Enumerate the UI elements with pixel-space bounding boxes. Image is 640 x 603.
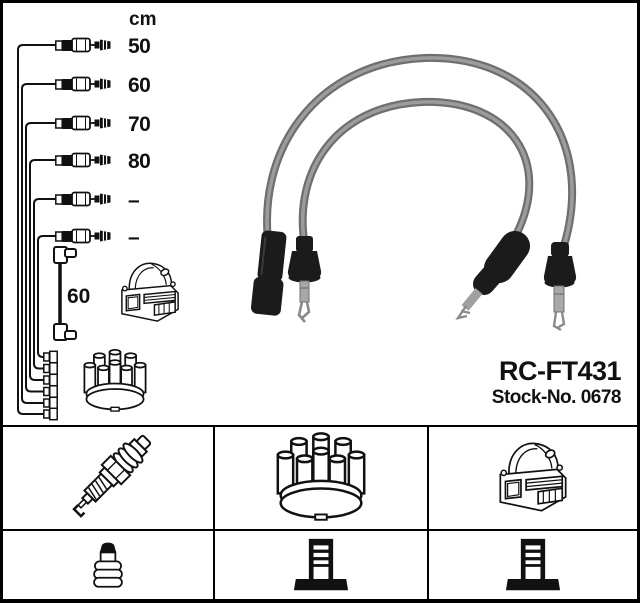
legend-cell-din-terminal-1 [213, 529, 427, 599]
legend-cell-din-terminal-2 [427, 529, 637, 599]
cable-length-2: 60 [128, 74, 151, 97]
legend-cell-spark-plug [3, 427, 213, 529]
unit-header: cm [129, 9, 157, 30]
product-code: RC-FT431 [498, 356, 622, 386]
top-section: cm 50 60 70 80 – – 60 RC-FT431 Stock-No.… [3, 3, 637, 425]
coil-boot-straight [250, 230, 287, 316]
cable-length-4: 80 [128, 150, 151, 173]
plug-boot-left [287, 236, 322, 323]
coil-wire-length: 60 [67, 285, 91, 308]
plug-boot-angled [455, 231, 530, 320]
din-terminal-icon [505, 538, 561, 591]
spark-plug-icon [64, 429, 158, 522]
ignition-coil-icon [499, 442, 567, 512]
cable-set-photo [250, 53, 577, 332]
legend-cell-distributor-cap [213, 427, 427, 529]
outer-cable [263, 53, 577, 257]
inner-cable [298, 97, 534, 253]
cable-row-drawings [55, 37, 112, 244]
stock-number: Stock-No. 0678 [491, 387, 622, 408]
cable-length-schematic [17, 44, 56, 415]
legend-cell-ignition-coil [427, 427, 637, 529]
component-legend-table [3, 425, 637, 599]
plug-boot-right [543, 242, 577, 332]
distributor-cap-drawing [83, 348, 147, 413]
legend-cell-plug-terminal-nut [3, 529, 213, 599]
connector-stack [43, 350, 58, 421]
schematic-and-photo-art [17, 37, 577, 421]
plug-terminal-nut-icon [93, 541, 123, 588]
coil-wire-drawing [53, 246, 77, 341]
din-terminal-icon [293, 538, 349, 591]
product-info: RC-FT431 Stock-No. 0678 [491, 356, 622, 408]
ignition-coil-drawing [121, 262, 179, 322]
distributor-cap-icon [276, 432, 366, 522]
cable-length-1: 50 [128, 35, 151, 58]
cable-length-6: – [128, 226, 140, 249]
cable-length-5: – [128, 189, 140, 212]
cable-length-3: 70 [128, 113, 151, 136]
